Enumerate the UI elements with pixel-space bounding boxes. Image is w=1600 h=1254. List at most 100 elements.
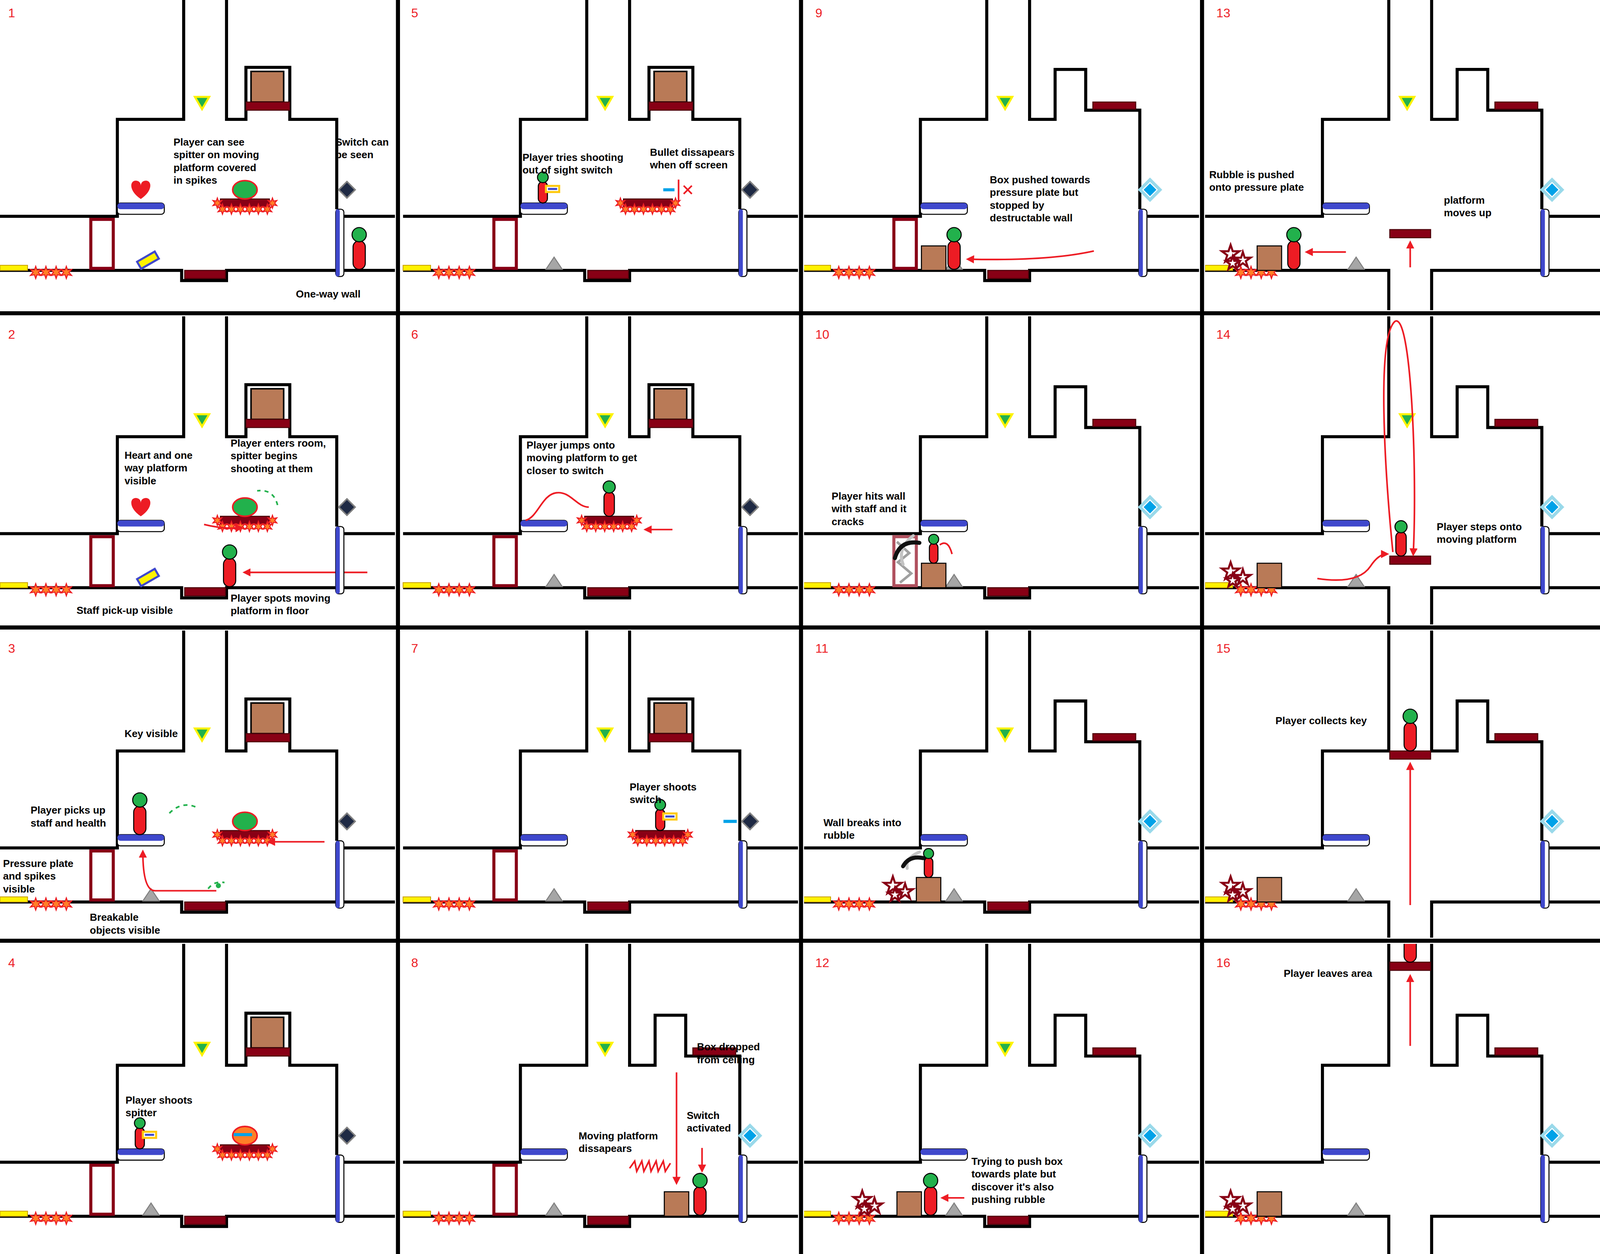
player-head xyxy=(928,534,939,545)
rubble xyxy=(897,883,914,899)
pressure-plate xyxy=(0,265,28,271)
ceiling-platform xyxy=(1092,102,1136,110)
ceiling-box xyxy=(653,71,687,103)
room-wall xyxy=(0,944,395,1227)
moving-floor-platform xyxy=(987,1216,1029,1225)
panel-art xyxy=(403,0,799,281)
motion-arrow xyxy=(1317,554,1387,581)
room-drawing xyxy=(0,316,395,599)
moving-floor-platform xyxy=(1389,962,1431,971)
room-wall xyxy=(1205,316,1600,625)
player-body xyxy=(694,1186,707,1216)
player-gun-barrel xyxy=(144,1134,154,1137)
platform-spike xyxy=(577,515,587,526)
ceiling-box xyxy=(250,388,284,420)
staff-swing-trail xyxy=(901,535,914,565)
caption: Box dropped from ceiling xyxy=(696,1040,773,1067)
destructible-wall xyxy=(90,851,114,901)
one-way-platform-base xyxy=(117,202,165,215)
one-way-wall xyxy=(335,209,340,277)
staff-swing xyxy=(903,857,924,867)
platform-spike xyxy=(226,835,236,846)
panel-art xyxy=(803,630,1199,913)
motion-line xyxy=(677,179,680,202)
key-pickup xyxy=(597,1042,612,1056)
player-bullet xyxy=(723,820,737,824)
floor-spike xyxy=(833,583,844,596)
rubble xyxy=(1234,1198,1251,1213)
platform-spike xyxy=(642,835,651,846)
platform-spike xyxy=(609,521,618,532)
player-bullet xyxy=(233,1133,253,1137)
one-way-wall-base xyxy=(738,1155,748,1223)
switch-active xyxy=(742,1128,757,1143)
caption: Player can see spitter on moving platfor… xyxy=(173,135,268,187)
platform-spike xyxy=(683,829,693,841)
motion-arrow xyxy=(1409,764,1411,906)
floor-spike xyxy=(40,1212,52,1225)
player-body xyxy=(133,806,147,835)
pressure-plate xyxy=(0,1211,28,1217)
one-way-wall-base xyxy=(1540,840,1549,909)
panel-number: 12 xyxy=(815,955,830,971)
room-wall xyxy=(803,316,1199,599)
switch-glow xyxy=(1539,809,1565,834)
one-way-platform xyxy=(920,520,968,527)
spitter-enemy xyxy=(232,812,258,831)
pressure-plate xyxy=(403,265,431,271)
platform-spike xyxy=(615,197,625,209)
platform-spike xyxy=(253,1150,263,1161)
room-drawing xyxy=(1205,0,1600,311)
floor-spike xyxy=(453,898,465,911)
player-body xyxy=(929,543,939,564)
one-way-wall-base xyxy=(738,526,748,594)
spiked-platform xyxy=(623,199,673,208)
switch-inactive xyxy=(338,181,356,199)
one-way-platform xyxy=(520,520,568,527)
player-body xyxy=(924,857,934,878)
destructible-wall xyxy=(893,219,917,269)
spiked-platform xyxy=(635,830,685,839)
one-way-wall xyxy=(738,840,743,909)
room-wall xyxy=(0,316,395,599)
floor-spike xyxy=(853,583,865,596)
switch-glow xyxy=(1539,494,1565,520)
floor-spike xyxy=(843,583,855,596)
panel-number: 4 xyxy=(8,955,16,971)
platform-spike xyxy=(651,835,660,846)
floor-spike xyxy=(863,898,875,911)
panel-number: 11 xyxy=(815,640,829,657)
panel-number: 15 xyxy=(1216,640,1231,657)
panel-number: 1 xyxy=(8,5,16,21)
platform-spike xyxy=(226,521,236,532)
spit-trail xyxy=(208,882,225,890)
rubble xyxy=(1225,1201,1240,1215)
platform-spike xyxy=(632,515,642,526)
pressure-plate xyxy=(803,896,831,903)
breakable-object xyxy=(946,888,963,901)
floor-spike xyxy=(60,266,72,279)
switch-inactive xyxy=(338,1127,356,1145)
rubble xyxy=(1225,887,1240,901)
one-way-wall-base xyxy=(738,209,748,277)
motion-line xyxy=(683,185,693,194)
key-pickup xyxy=(597,96,612,110)
key-pickup xyxy=(997,414,1012,427)
pressure-plate xyxy=(0,896,28,903)
one-way-wall xyxy=(335,840,340,909)
switch-active xyxy=(1142,814,1157,829)
switch-glow xyxy=(1539,177,1565,202)
floor-spike xyxy=(863,583,875,596)
pressure-plate xyxy=(403,1211,431,1217)
storyboard-panel: 2Heart and one way platform visiblePlaye… xyxy=(0,317,397,624)
caption: Moving platform dissapears xyxy=(578,1129,671,1156)
destructible-wall xyxy=(90,1165,114,1215)
spiked-platform xyxy=(220,830,270,839)
panel-art xyxy=(803,0,1199,281)
ceiling-box-platform xyxy=(245,419,290,428)
one-way-platform xyxy=(1322,834,1370,842)
motion-line xyxy=(525,492,589,521)
motion-arrow xyxy=(675,1072,678,1183)
pressure-plate xyxy=(803,582,831,588)
